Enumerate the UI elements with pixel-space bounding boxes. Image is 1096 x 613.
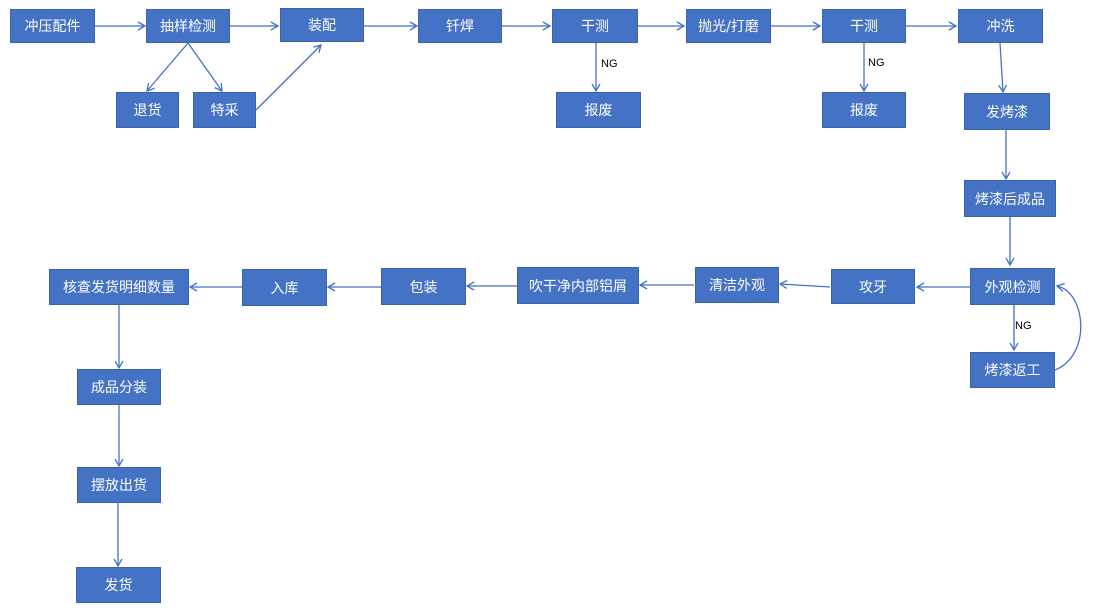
- arrow-s2-r1: [146, 42, 189, 92]
- step-polish-grind: 抛光/打磨: [686, 9, 771, 43]
- outcome-return: 退货: [116, 92, 179, 128]
- arrow-r5-s11-loop: [1054, 282, 1082, 371]
- step-rinse: 冲洗: [958, 9, 1043, 43]
- step-ship: 发货: [76, 567, 161, 603]
- step-dry-test-1: 干测: [552, 9, 638, 43]
- ng-label-3: NG: [1015, 320, 1032, 332]
- step-repaint-rework: 烤漆返工: [970, 352, 1055, 388]
- step-tapping: 攻牙: [831, 269, 915, 304]
- step-painted-product: 烤漆后成品: [964, 180, 1056, 217]
- outcome-special-acceptance: 特采: [193, 92, 256, 128]
- step-dry-test-2: 干测: [822, 9, 906, 43]
- step-stamping-parts: 冲压配件: [10, 9, 95, 43]
- ng-label-2: NG: [868, 57, 885, 69]
- step-clean-exterior: 清洁外观: [695, 267, 779, 303]
- step-brazing: 钎焊: [418, 9, 502, 43]
- arrow-s8-s9: [998, 42, 1008, 94]
- step-warehousing: 入库: [242, 269, 327, 306]
- outcome-scrap-1: 报废: [556, 92, 641, 128]
- outcome-scrap-2: 报废: [822, 92, 906, 128]
- arrow-s2-r2: [187, 42, 223, 93]
- arrow-s12-s13: [778, 279, 831, 289]
- step-product-split: 成品分装: [77, 369, 161, 405]
- step-visual-inspection: 外观检测: [970, 268, 1055, 305]
- step-verify-shipping-quantity: 核查发货明细数量: [49, 269, 189, 305]
- ng-label-1: NG: [601, 58, 618, 70]
- step-send-painting: 发烤漆: [964, 93, 1050, 130]
- step-sampling-inspection: 抽样检测: [146, 9, 230, 43]
- step-assembly: 装配: [280, 8, 364, 42]
- arrow-r2-s3: [255, 44, 322, 111]
- step-packaging: 包装: [381, 268, 466, 305]
- step-blow-aluminum-chips: 吹干净内部铝屑: [517, 267, 639, 304]
- step-arrange-shipment: 摆放出货: [77, 467, 161, 503]
